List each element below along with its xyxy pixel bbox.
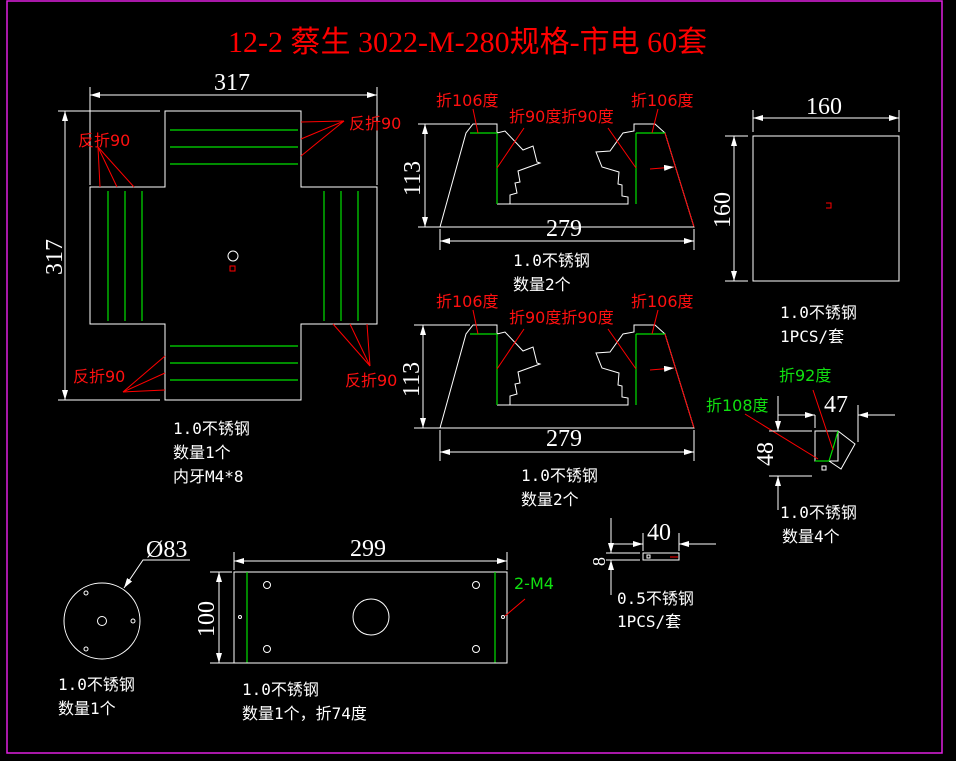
- bracket-bend-92: 折92度: [779, 366, 831, 385]
- cross-plate-outline: [89, 110, 378, 401]
- bend-label-bottom-right: 反折90: [345, 371, 397, 390]
- panel-a-height-dim: 113: [400, 161, 426, 196]
- square-plate-height-dim: 160: [710, 192, 736, 228]
- cross-plate-bend-callouts: [97, 120, 371, 393]
- side-panel-b-part: 折106度 折90度折90度 折106度 113 279 1.0不锈钢 数量2个: [399, 292, 695, 509]
- disc-note-material: 1.0不锈钢: [58, 675, 135, 694]
- strip-height-dim: 8: [589, 557, 609, 566]
- strip-note-material: 0.5不锈钢: [617, 589, 694, 608]
- center-mark: [229, 265, 236, 272]
- square-plate-note-qty: 1PCS/套: [780, 327, 844, 346]
- cross-plate-note-material: 1.0不锈钢: [173, 419, 250, 438]
- base-plate-center-hole: [352, 598, 390, 636]
- base-plate-note-material: 1.0不锈钢: [242, 680, 319, 699]
- panel-a-note-qty: 数量2个: [513, 275, 571, 294]
- small-strip-part: 40 8 0.5不锈钢 1PCS/套: [589, 518, 716, 631]
- cross-plate-width-dim: 317: [214, 70, 250, 96]
- bracket-bend-108: 折108度: [706, 396, 769, 415]
- disc-outline: [63, 582, 141, 660]
- base-plate-part: 2-M4 299 100 1.0不锈钢 数量1个，折74度: [194, 536, 554, 723]
- small-strip-outline: [642, 552, 680, 561]
- disc-note-qty: 数量1个: [58, 699, 116, 718]
- round-disc-part: Ø83 1.0不锈钢 数量1个: [58, 537, 190, 718]
- cross-plate-note-thread: 内牙M4*8: [173, 467, 244, 486]
- panel-b-note-qty: 数量2个: [521, 490, 579, 509]
- drawing-border: [6, 0, 943, 754]
- base-plate-width-dim: 299: [350, 536, 386, 562]
- cross-plate-part: 317 317 反折90 反折90 反折90 反折90 1.0不锈钢 数量1个 …: [42, 70, 401, 486]
- panel-a-bend-right: 折106度: [631, 91, 694, 110]
- strip-note-qty: 1PCS/套: [617, 612, 681, 631]
- bracket-width-dim: 47: [824, 392, 848, 418]
- base-plate-note-qty: 数量1个，折74度: [242, 704, 367, 723]
- base-plate-hole-label: 2-M4: [514, 574, 554, 593]
- square-plate-outline: [752, 135, 900, 282]
- bend-label-top-left: 反折90: [78, 131, 130, 150]
- panel-b-height-dim: 113: [399, 362, 425, 397]
- side-panel-b-outline: [439, 324, 695, 429]
- panel-b-bend-middle: 折90度折90度: [509, 308, 614, 327]
- cross-plate-bend-lines: [107, 129, 359, 381]
- panel-a-width-dim: 279: [546, 216, 582, 242]
- square-plate-note-material: 1.0不锈钢: [780, 303, 857, 322]
- panel-a-bend-left: 折106度: [436, 91, 499, 110]
- center-hole: [227, 250, 239, 262]
- base-plate-height-dim: 100: [194, 601, 220, 637]
- bracket-note-material: 1.0不锈钢: [780, 503, 857, 522]
- panel-b-width-dim: 279: [546, 426, 582, 452]
- bracket-part: 折92度 折108度 47 48 1.0不锈钢 数量4个: [706, 366, 895, 546]
- red-edge: [664, 132, 695, 228]
- disc-diameter-dim: Ø83: [146, 537, 187, 563]
- bend-label-bottom-left: 反折90: [73, 367, 125, 386]
- panel-a-note-material: 1.0不锈钢: [513, 251, 590, 270]
- cross-plate-height-dim: 317: [42, 239, 68, 275]
- base-plate-outline: [233, 571, 508, 664]
- bracket-note-qty: 数量4个: [782, 527, 840, 546]
- bend-label-top-right: 反折90: [349, 114, 401, 133]
- panel-b-bend-left: 折106度: [436, 292, 499, 311]
- panel-b-bend-right: 折106度: [631, 292, 694, 311]
- side-panel-a-part: 折106度 折90度折90度 折106度 113 279 1.0不锈钢 数量2个: [400, 91, 695, 294]
- square-plate-part: 160 160 1.0不锈钢 1PCS/套: [710, 94, 900, 346]
- panel-a-bend-middle: 折90度折90度: [509, 107, 614, 126]
- bracket-outline: [814, 430, 856, 470]
- cross-plate-note-qty: 数量1个: [173, 443, 231, 462]
- panel-b-note-material: 1.0不锈钢: [521, 466, 598, 485]
- square-plate-width-dim: 160: [806, 94, 842, 120]
- bracket-height-dim: 48: [753, 442, 779, 466]
- strip-width-dim: 40: [647, 520, 671, 546]
- side-panel-a-outline: [439, 123, 695, 228]
- drawing-title: 12-2 蔡生 3022-M-280规格-市电 60套: [228, 26, 707, 59]
- square-plate-mark: [826, 202, 832, 209]
